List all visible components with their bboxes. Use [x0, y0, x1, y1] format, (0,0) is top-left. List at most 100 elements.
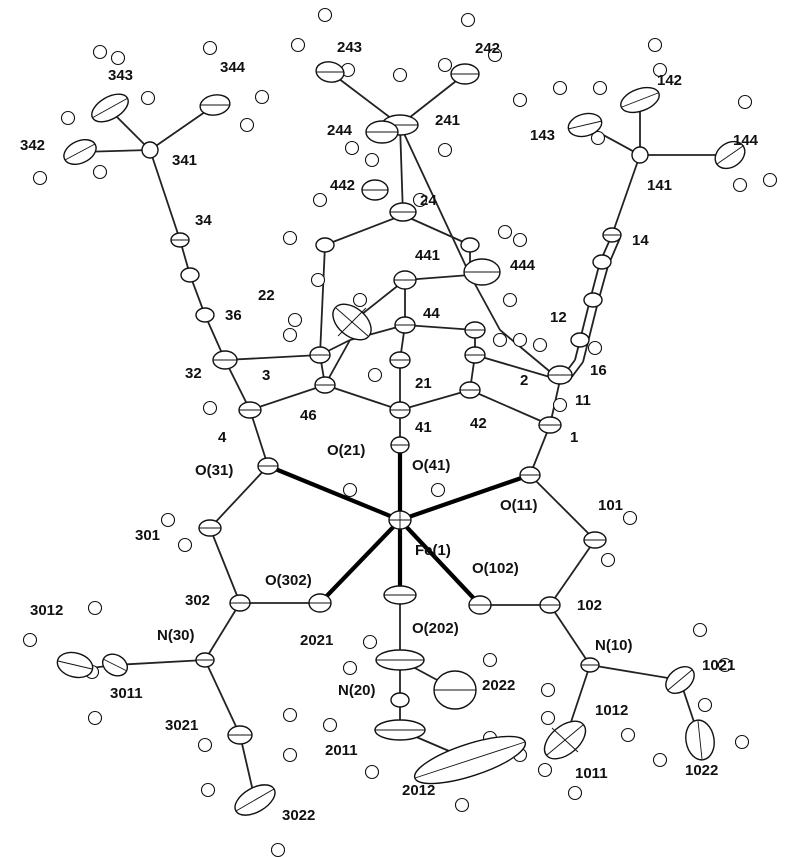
label-34: 34 [195, 212, 212, 229]
label-3012: 3012 [30, 602, 63, 619]
label-1012: 1012 [595, 702, 628, 719]
label-302: 302 [185, 592, 210, 609]
label-141: 141 [647, 177, 672, 194]
label-3011: 3011 [110, 685, 143, 702]
atom-o102 [468, 595, 492, 615]
atom-42 [459, 381, 481, 399]
label-102: 102 [577, 597, 602, 614]
atom-441 [393, 270, 417, 290]
atom-2011 [374, 719, 426, 741]
label-2021: 2021 [300, 632, 333, 649]
atom-o202 [383, 585, 417, 605]
label-11: 11 [575, 392, 591, 409]
atom-c33 [195, 307, 215, 323]
label-22: 22 [258, 287, 275, 304]
label-243: 243 [337, 39, 362, 56]
label-3021: 3021 [165, 717, 198, 734]
atom-c25 [460, 237, 480, 253]
label-241: 241 [435, 112, 460, 129]
label-341: 341 [172, 152, 197, 169]
label-16: 16 [590, 362, 607, 379]
atom-343 [91, 93, 129, 123]
atom-302 [229, 594, 251, 612]
label-n10: N(10) [595, 637, 633, 654]
label-n30: N(30) [157, 627, 195, 644]
atom-41 [389, 401, 411, 419]
atom-46 [314, 376, 336, 394]
atom-444 [463, 258, 501, 286]
label-343: 343 [108, 67, 133, 84]
atom-c2 [547, 365, 573, 385]
atom-n20 [390, 692, 410, 708]
atom-c23 [315, 237, 335, 253]
atom-2012 [413, 735, 527, 785]
atom-c35 [180, 267, 200, 283]
atom-labels: 243 242 343 344 142 342 244 241 143 144 … [20, 39, 759, 824]
label-2012: 2012 [402, 782, 435, 799]
atom-c36 [212, 350, 238, 370]
label-32: 32 [185, 365, 202, 382]
label-441: 441 [415, 247, 440, 264]
label-344: 344 [220, 59, 246, 76]
atom-1012 [543, 720, 587, 760]
atom-141 [631, 146, 649, 164]
atom-fe1 [388, 510, 412, 530]
label-21: 21 [415, 375, 432, 392]
atom-34 [170, 232, 190, 248]
label-301: 301 [135, 527, 160, 544]
label-244: 244 [327, 122, 353, 139]
label-4: 4 [218, 429, 227, 446]
atom-1022 [685, 719, 715, 761]
atom-22 [309, 346, 331, 364]
atom-o21 [390, 436, 410, 454]
atom-3021 [227, 725, 253, 745]
label-fe1: Fe(1) [415, 542, 451, 559]
label-342: 342 [20, 137, 45, 154]
label-36: 36 [225, 307, 242, 324]
label-3: 3 [262, 367, 270, 384]
atom-243 [315, 61, 345, 83]
atom-142 [620, 86, 660, 114]
label-46: 46 [300, 407, 317, 424]
bond-network [74, 71, 730, 801]
label-1021: 1021 [702, 657, 735, 674]
atom-344 [199, 94, 231, 116]
label-44: 44 [423, 305, 440, 322]
atom-242 [450, 63, 480, 85]
label-41: 41 [415, 419, 432, 436]
atom-442 [361, 179, 389, 201]
label-o21: O(21) [327, 442, 365, 459]
atom-c15 [592, 254, 612, 270]
atom-301 [198, 519, 222, 537]
atom-24 [389, 202, 417, 222]
atom-1021 [665, 666, 695, 694]
atom-21 [389, 351, 411, 369]
atom-3011 [101, 653, 129, 677]
atom-o11 [519, 466, 541, 484]
label-3022: 3022 [282, 807, 315, 824]
atom-c43 [464, 346, 486, 364]
label-n20: N(20) [338, 682, 376, 699]
label-101: 101 [598, 497, 623, 514]
label-42: 42 [470, 415, 487, 432]
label-1022: 1022 [685, 762, 718, 779]
label-142: 142 [657, 72, 682, 89]
atom-c12 [570, 332, 590, 348]
label-24: 24 [420, 192, 437, 209]
atom-c45 [464, 321, 486, 339]
atom-101 [583, 531, 607, 549]
atom-o302 [308, 593, 332, 613]
label-1: 1 [570, 429, 578, 446]
atom-c13 [583, 292, 603, 308]
label-442: 442 [330, 177, 355, 194]
label-12: 12 [550, 309, 567, 326]
label-242: 242 [475, 40, 500, 57]
atom-143 [567, 112, 603, 138]
label-444: 444 [510, 257, 536, 274]
atom-2021 [375, 649, 425, 671]
atom-2022 [433, 670, 477, 710]
atom-342 [63, 139, 97, 165]
label-o31: O(31) [195, 462, 233, 479]
label-o41: O(41) [412, 457, 450, 474]
